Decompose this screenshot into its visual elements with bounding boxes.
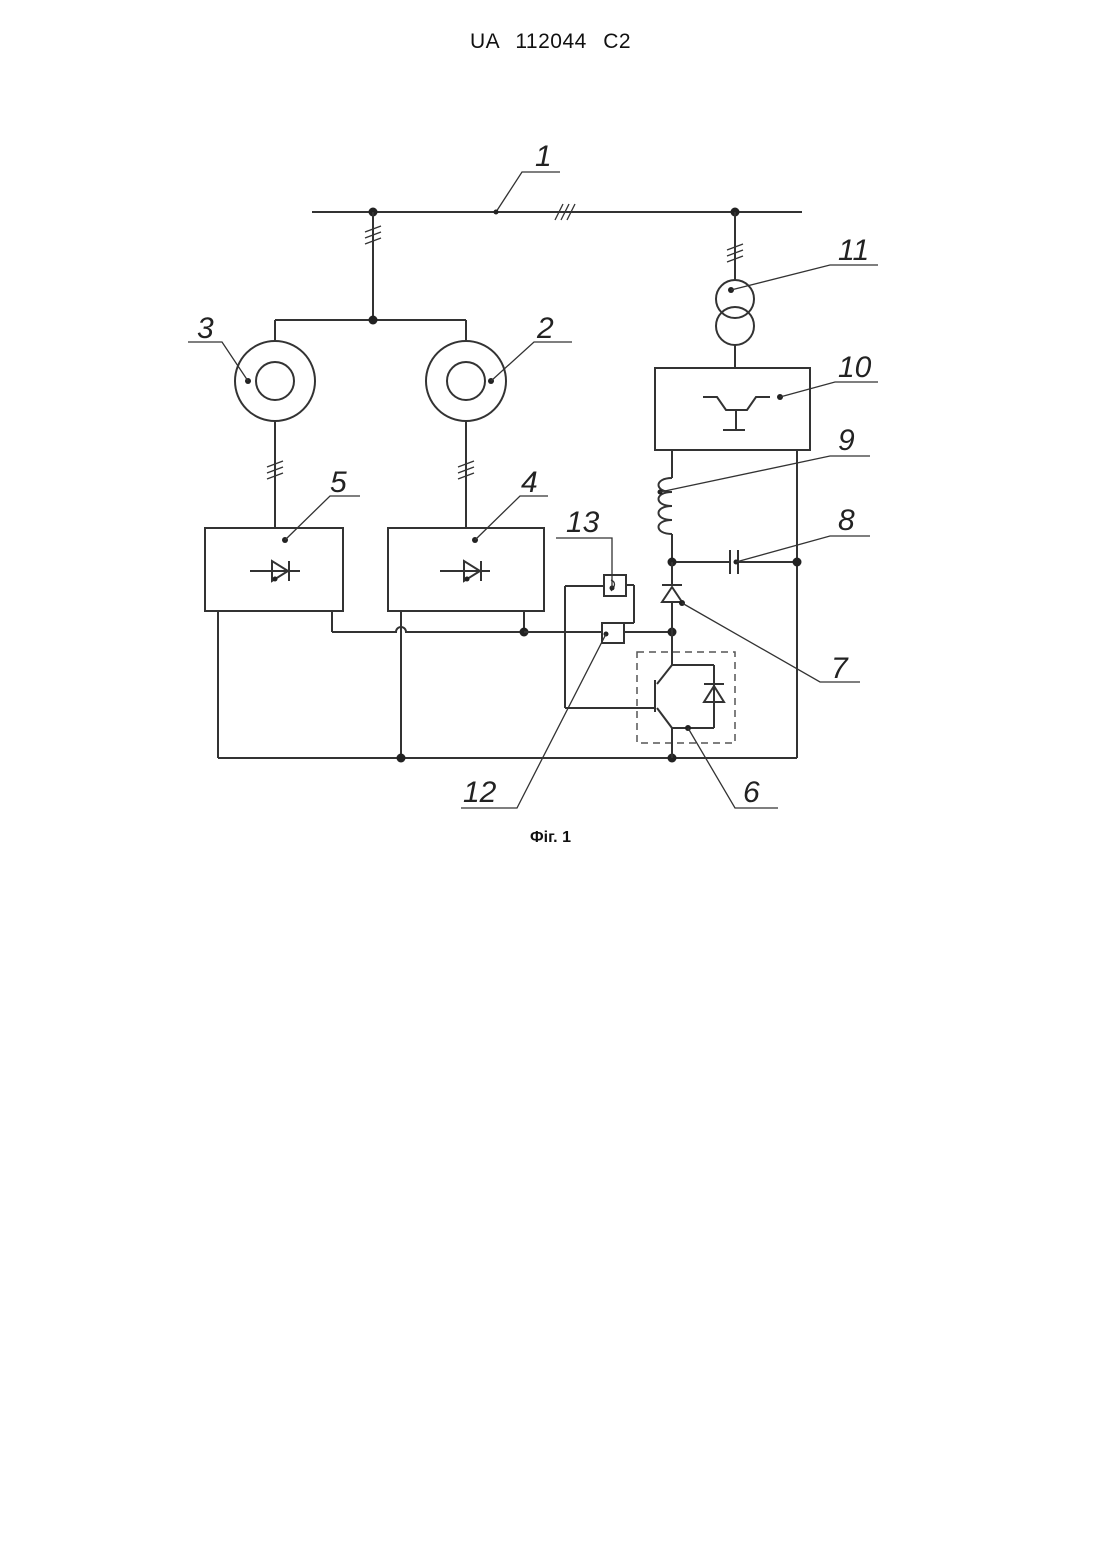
dc-negative-bus [218, 611, 797, 763]
inductor-9 [658, 450, 673, 562]
label-6: 6 [743, 776, 760, 809]
rectifier-4 [388, 528, 544, 611]
control-block-13 [604, 575, 634, 623]
label-4: 4 [521, 466, 538, 499]
generator-3 [235, 341, 315, 421]
inverter-10 [655, 368, 810, 450]
label-7: 7 [831, 652, 849, 685]
generator-2 [426, 341, 506, 421]
label-2: 2 [536, 312, 554, 345]
main-bus [312, 204, 802, 220]
label-8: 8 [838, 504, 855, 537]
label-13: 13 [566, 506, 600, 539]
label-1: 1 [535, 140, 552, 173]
label-5: 5 [330, 466, 347, 499]
control-block-12 [565, 586, 624, 708]
thyristor-7 [662, 562, 685, 632]
label-9: 9 [838, 424, 855, 457]
figure-caption: Фіг. 1 [0, 829, 1101, 847]
transformer-11 [716, 212, 754, 368]
rectifier-5 [205, 528, 343, 611]
generator-rectifier-links [267, 421, 474, 528]
label-3: 3 [197, 312, 214, 345]
label-10: 10 [838, 351, 872, 384]
capacitor-8 [668, 550, 802, 574]
leader-dots [494, 210, 499, 215]
igbt-module-6 [565, 632, 735, 758]
label-12: 12 [463, 776, 497, 809]
generator-feed [275, 212, 466, 340]
label-11: 11 [838, 234, 869, 267]
